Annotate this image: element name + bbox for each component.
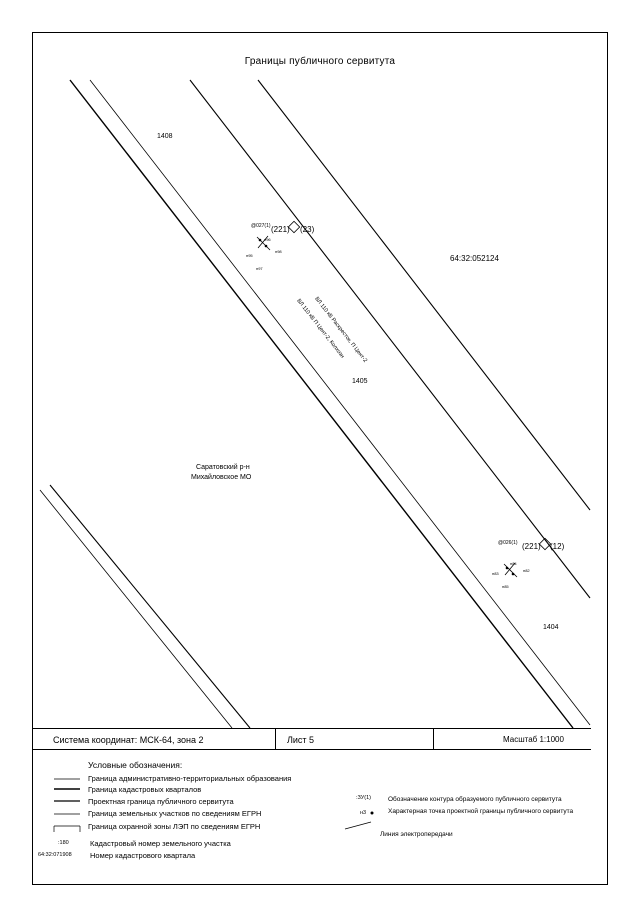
- tp-cross-bottom-2: [503, 563, 518, 578]
- tp-label-a: н96: [264, 237, 271, 242]
- tp-label-d: н98: [275, 249, 282, 254]
- legend-sample-quarter-num: 64:32:071908: [38, 852, 72, 858]
- point-label-1405: 1405: [352, 378, 368, 385]
- tp-cross-top: [257, 235, 269, 249]
- legend-item-quarter: Граница кадастровых кварталов: [88, 785, 202, 794]
- contour-bottom-small: @026(1): [498, 540, 518, 546]
- contour-top-small: @027(1): [251, 223, 271, 229]
- boundary-line-1: [69, 79, 574, 729]
- boundary-line-2: [89, 79, 591, 726]
- scale: Масштаб 1:1000: [503, 735, 564, 744]
- contour-top-num: (23): [300, 225, 315, 234]
- tp-label-g: н85: [502, 584, 509, 589]
- tp-dot-1: [258, 238, 262, 242]
- district-label-2: Михайловское МО: [191, 474, 252, 481]
- legend-item-quarter-num: Номер кадастрового квартала: [90, 851, 196, 860]
- contour-marker-top: [287, 220, 301, 234]
- info-separator-1: [275, 729, 276, 749]
- legend-right-contour: Обозначение контура образуемого публично…: [388, 796, 562, 803]
- point-label-1404: 1404: [543, 624, 559, 631]
- servitude-line-2: [257, 79, 591, 511]
- point-label-1408: 1408: [157, 133, 173, 140]
- servitude-line-1: [189, 79, 591, 599]
- quarter-number: 64:32:052124: [450, 254, 499, 263]
- legend-item-cadnum: Кадастровый номер земельного участка: [90, 839, 231, 848]
- sheet-number: Лист 5: [287, 735, 315, 745]
- legend-right-sample-point: н3: [360, 810, 367, 816]
- district-label-1: Саратовский р-н: [196, 464, 250, 471]
- info-separator-2: [433, 729, 434, 749]
- tp-label-f: н83: [492, 571, 499, 576]
- legend-item-admin: Граница административно-территориальных …: [88, 774, 292, 783]
- coordinate-system: Система координат: МСК-64, зона 2: [53, 735, 204, 745]
- legend-item-egrn: Граница земельных участков по сведениям …: [88, 809, 262, 818]
- legend-sample-point: [370, 811, 374, 815]
- tp-label-h: н82: [523, 568, 530, 573]
- contour-top-id: (221): [271, 225, 290, 234]
- legend-right-powerline: Линия электропередачи: [380, 831, 453, 838]
- tp-cross-bottom: [504, 562, 516, 576]
- tp-dot-3: [505, 566, 509, 570]
- legend-sample-cadnum: :180: [58, 840, 69, 846]
- tp-dot-2: [264, 244, 268, 248]
- servitude-line-3: [49, 484, 251, 729]
- tp-label-b: н95: [246, 253, 253, 258]
- legend-item-lep-zone: Граница охранной зоны ЛЭП по сведениям Е…: [88, 822, 261, 831]
- legend-right-sample-contour: :ЗУ(1): [356, 795, 372, 801]
- boundary-line-3: [39, 489, 233, 729]
- map-title: Границы публичного сервитута: [244, 56, 396, 67]
- tp-label-e: н84: [510, 561, 517, 566]
- legend-item-servitude: Проектная граница публичного сервитута: [88, 797, 234, 806]
- legend-right-point: Характерная точка проектной границы публ…: [388, 808, 574, 815]
- legend-sample-powerline: [344, 821, 372, 830]
- tp-label-c: н97: [256, 266, 263, 271]
- legend-title: Условные обозначения:: [88, 760, 183, 770]
- contour-bottom-num: (12): [550, 542, 565, 551]
- contour-bottom-id: (221): [522, 542, 541, 551]
- info-row: Система координат: МСК-64, зона 2 Лист 5…: [33, 728, 591, 750]
- contour-marker-bottom: [538, 537, 552, 551]
- sheet-frame: [32, 32, 608, 885]
- tp-dot-4: [511, 572, 515, 576]
